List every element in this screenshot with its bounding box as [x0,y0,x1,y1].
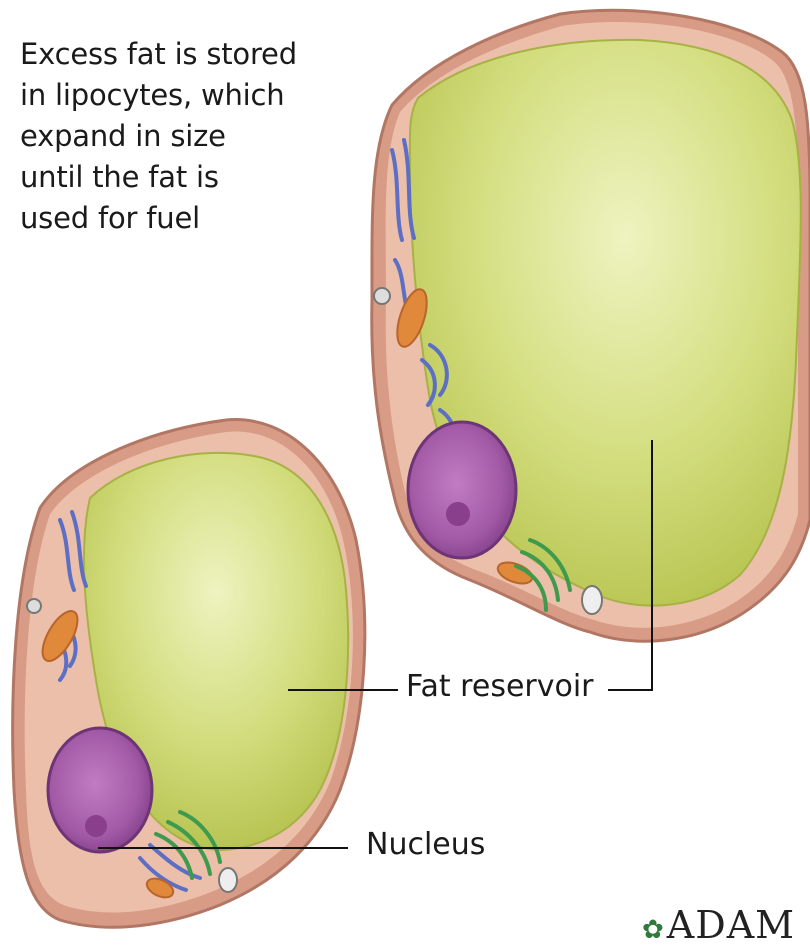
small-nucleolus [85,815,107,837]
leaf-icon: ✿ [642,915,665,945]
adam-logo-text: ADAM [667,903,795,947]
small-lipocyte [13,420,365,928]
large-vesicle-2 [582,586,602,614]
small-vesicle [27,599,41,613]
large-nucleus [408,422,516,558]
large-nucleolus [446,502,470,526]
large-vesicle [374,288,390,304]
nucleus-label: Nucleus [364,827,487,862]
small-vesicle-2 [219,868,237,892]
adam-logo: ✿ADAM [642,903,795,947]
large-lipocyte [372,10,810,641]
description-caption: Excess fat is stored in lipocytes, which… [20,34,320,239]
fat-reservoir-label: Fat reservoir [404,669,596,704]
